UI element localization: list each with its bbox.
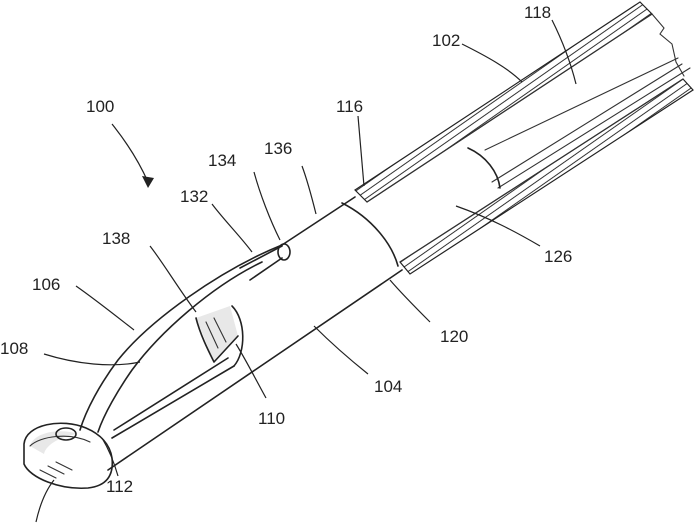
label-104: 104 xyxy=(374,377,402,396)
sheath-bore-upper xyxy=(367,14,652,202)
label-120: 120 xyxy=(440,327,468,346)
label-106: 106 xyxy=(32,275,60,294)
catheter-body xyxy=(108,197,402,470)
needle-wire xyxy=(80,244,290,432)
leader-108 xyxy=(44,354,140,365)
arrow-100 xyxy=(142,176,154,188)
break-line xyxy=(652,14,684,76)
label-136: 136 xyxy=(264,139,292,158)
leader-110 xyxy=(236,344,266,398)
leader-100 xyxy=(112,124,148,182)
sleeve-left-edge xyxy=(342,203,398,266)
label-102: 102 xyxy=(432,31,460,50)
leader-102 xyxy=(462,44,522,82)
catheter-lower-edge xyxy=(108,270,402,470)
label-108: 108 xyxy=(0,339,28,358)
sleeve-right-edge xyxy=(468,148,500,188)
outer-sheath-lower-wall xyxy=(400,79,693,274)
inner-member xyxy=(485,58,690,188)
needle-outer-curve xyxy=(80,245,282,430)
leader-136 xyxy=(302,166,316,214)
window-bottom-edge xyxy=(112,366,234,438)
leader-116 xyxy=(358,116,364,186)
label-116: 116 xyxy=(336,97,363,116)
label-100: 100 xyxy=(86,97,114,116)
needle-guide-bottom xyxy=(250,258,282,280)
tip-shading-lines xyxy=(40,462,72,478)
leader-112 xyxy=(102,438,118,476)
needle-port xyxy=(278,244,290,260)
label-126: 126 xyxy=(544,247,572,266)
label-138: 138 xyxy=(102,229,130,248)
needle-guide-top xyxy=(240,246,282,268)
label-110: 110 xyxy=(258,409,285,428)
leader-tip xyxy=(36,480,54,522)
leader-138 xyxy=(150,246,196,312)
deflector-ramp xyxy=(196,306,238,362)
label-132: 132 xyxy=(180,187,208,206)
window-inner-edge xyxy=(114,358,228,430)
leader-106 xyxy=(76,286,134,330)
label-112: 112 xyxy=(106,477,133,496)
tip-cup-shading xyxy=(30,431,78,454)
distal-tip xyxy=(24,423,112,488)
sheath-bore-lower xyxy=(400,79,683,262)
leader-120 xyxy=(390,280,430,322)
catheter-upper-edge xyxy=(282,197,355,245)
leader-lines xyxy=(36,20,576,522)
reference-numerals: 100 102 118 116 136 134 132 138 106 108 … xyxy=(0,3,572,496)
leader-104 xyxy=(314,326,368,374)
label-118: 118 xyxy=(524,3,551,22)
ramp-shading xyxy=(196,306,238,362)
leader-134 xyxy=(254,172,280,240)
outer-sheath xyxy=(355,2,693,274)
label-134: 134 xyxy=(208,151,236,170)
leader-132 xyxy=(212,204,252,252)
outer-sheath-upper-wall xyxy=(355,2,652,202)
